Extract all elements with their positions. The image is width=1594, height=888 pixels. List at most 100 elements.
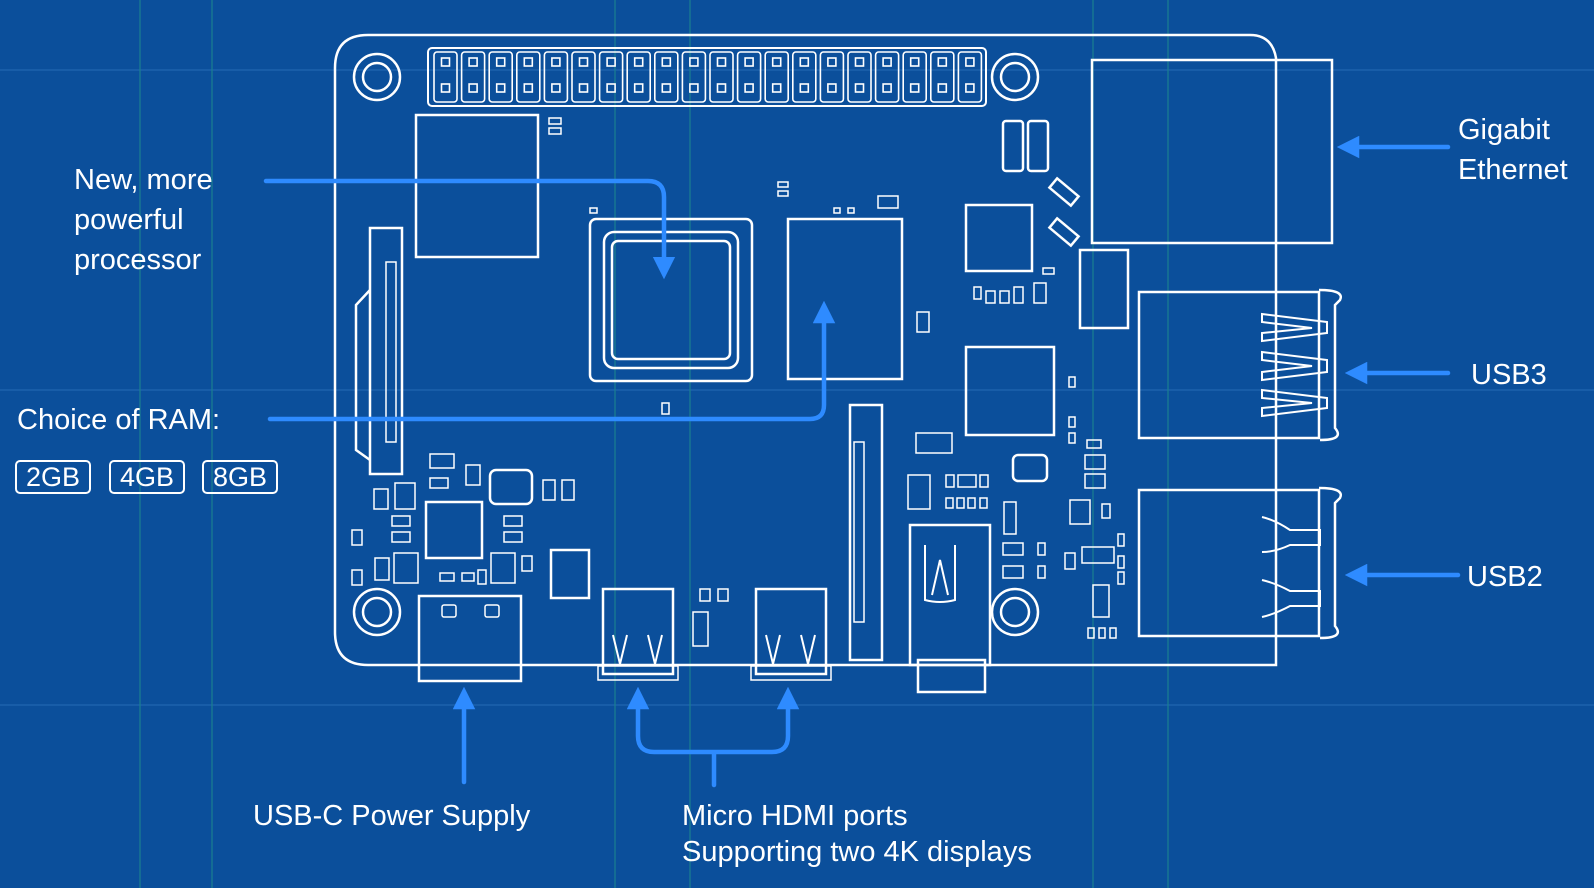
usb2-port <box>1137 486 1343 640</box>
micro-hdmi-port-0 <box>597 587 679 681</box>
ram-arrow <box>267 300 836 422</box>
gpio-pin <box>523 57 534 67</box>
gpio-pin <box>965 57 975 67</box>
gpio-pin-pair <box>709 51 734 103</box>
pmic-chip <box>424 500 484 560</box>
ethernet-port <box>1090 58 1334 245</box>
gpio-pin <box>882 83 892 93</box>
gpio-pin <box>468 57 478 67</box>
gpio-pin <box>965 83 975 93</box>
gpio-pin <box>578 57 589 67</box>
camera-connector <box>848 403 884 662</box>
micro-hdmi-port-1 <box>750 587 832 681</box>
usb-controller-chip <box>964 345 1056 437</box>
gpio-pin <box>578 83 589 93</box>
gpio-pin <box>771 83 782 93</box>
gpio-pin <box>523 83 534 93</box>
usb3-label: USB3 <box>1471 359 1547 391</box>
gpio-pin <box>937 57 948 67</box>
gpio-pin <box>495 57 506 67</box>
gpio-pin-pair <box>902 51 928 103</box>
gpio-header-outline <box>427 47 987 107</box>
hdmi-arrow <box>635 695 791 788</box>
ram-option-2gb: 2GB <box>15 460 91 494</box>
board-outline <box>333 33 1278 667</box>
gpio-pin-pair <box>681 51 707 103</box>
processor-label: New, more powerful processor <box>74 160 213 280</box>
gpio-pin <box>799 83 810 93</box>
gpio-pin-pair <box>847 51 872 103</box>
gpio-pin <box>744 57 754 67</box>
gpio-pin <box>854 83 865 93</box>
gpio-pin <box>716 57 727 67</box>
usb3-port <box>1137 288 1343 442</box>
display-connector <box>368 226 404 476</box>
gpio-pin <box>633 83 644 93</box>
gpio-pin <box>661 57 672 67</box>
gpio-pin <box>937 83 948 93</box>
gpio-pin-pair <box>515 51 541 103</box>
gpio-pin <box>909 83 920 93</box>
gpio-pin-pair <box>626 51 652 103</box>
gpio-pin-pair <box>433 51 458 103</box>
gpio-pin <box>468 83 478 93</box>
gpio-pin <box>661 83 672 93</box>
usbc-port <box>417 594 523 683</box>
gpio-pin-pair <box>874 51 900 103</box>
gpio-pin <box>689 57 699 67</box>
wireless-module <box>414 113 540 259</box>
gpio-pin-pair <box>819 51 845 103</box>
gpio-pin <box>827 83 837 93</box>
ethernet-label: Gigabit Ethernet <box>1458 110 1568 190</box>
pcb <box>333 33 1343 694</box>
ram-title: Choice of RAM: <box>17 404 221 436</box>
gpio-pin <box>771 57 782 67</box>
gpio-pin <box>882 57 892 67</box>
usb2-label: USB2 <box>1467 561 1543 593</box>
ethernet-chip <box>964 203 1034 273</box>
gpio-pin <box>827 57 837 67</box>
gpio-pin <box>799 57 810 67</box>
ethernet-label-line-2: Ethernet <box>1458 154 1568 186</box>
gpio-pin <box>495 83 506 93</box>
gpio-pin-pair <box>543 51 569 103</box>
gpio-pin <box>440 57 451 67</box>
processor-label-line-2: powerful <box>74 204 184 236</box>
background-grid <box>0 69 1594 706</box>
gpio-pin <box>606 83 616 93</box>
processor-label-line-3: processor <box>74 244 202 276</box>
gpio-pin-pair <box>653 51 679 103</box>
gpio-pin <box>909 57 920 67</box>
gpio-pin <box>744 83 754 93</box>
gpio-pin-pair <box>764 51 790 103</box>
gpio-pin <box>606 57 616 67</box>
ram-option-4gb: 4GB <box>109 460 185 494</box>
gpio-pin-pair <box>598 51 624 103</box>
gpio-pin-pair <box>460 51 486 103</box>
gpio-pin-pair <box>957 51 983 103</box>
gpio-pin-pair <box>571 51 596 103</box>
hdmi-label: Micro HDMI ports <box>682 800 908 832</box>
gpio-pin-pair <box>736 51 762 103</box>
background-grid-vertical <box>139 0 1169 888</box>
gpio-pin <box>716 83 727 93</box>
mounting-holes <box>352 52 1040 637</box>
gpio-header <box>427 47 987 107</box>
gpio-pin <box>551 83 561 93</box>
ram-chip <box>786 217 904 381</box>
ram-option-8gb: 8GB <box>202 460 278 494</box>
soc-processor <box>588 217 754 383</box>
gpio-pin <box>633 57 644 67</box>
annotation-arrows <box>263 135 1461 788</box>
gpio-pin <box>551 57 561 67</box>
ethernet-label-line-1: Gigabit <box>1458 114 1550 146</box>
processor-arrow <box>263 178 676 280</box>
gpio-pin-pair <box>929 51 955 103</box>
audio-jack <box>908 523 992 694</box>
gpio-pin <box>854 57 865 67</box>
gpio-pin-pair <box>791 51 817 103</box>
gpio-pin-pair <box>488 51 514 103</box>
processor-label-line-1: New, more <box>74 164 213 196</box>
